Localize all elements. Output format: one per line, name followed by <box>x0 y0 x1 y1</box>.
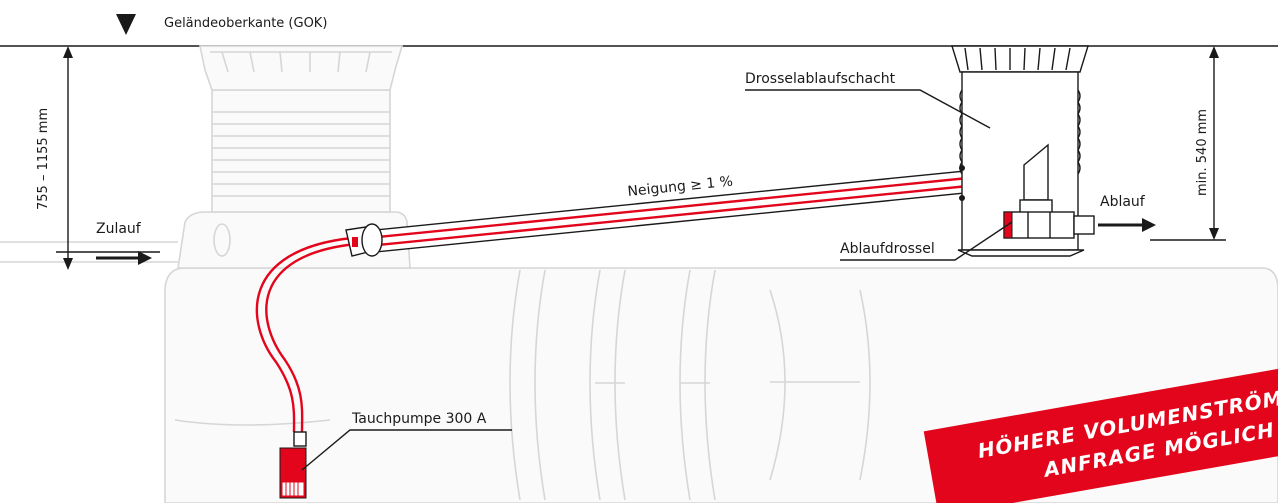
pump-hose <box>255 236 357 433</box>
gok-triangle-icon <box>116 14 136 35</box>
depth-dimension-right <box>1150 46 1226 241</box>
tauchpumpe-label: Tauchpumpe 300 A <box>351 411 487 427</box>
tauchpumpe-leader <box>301 429 512 471</box>
hose-coupling <box>345 223 383 257</box>
zulauf-label: Zulauf <box>96 221 142 237</box>
depth-dimension-left <box>56 46 160 270</box>
gok-label: Geländeoberkante (GOK) <box>164 16 327 31</box>
zulauf-arrow-icon <box>96 251 152 265</box>
ablaufdrossel-label: Ablaufdrossel <box>840 241 935 257</box>
depth-right-label: min. 540 mm <box>1195 109 1210 196</box>
throttle-shaft <box>951 45 1095 257</box>
depth-left-label: 755 – 1155 mm <box>36 108 51 210</box>
ablaufdrossel-leader <box>840 221 1013 261</box>
drosselschacht-leader <box>745 89 991 129</box>
inlet-pipe <box>0 241 178 263</box>
ablauf-label: Ablauf <box>1100 194 1146 210</box>
ablauf-arrow-icon <box>1098 218 1156 232</box>
drosselschacht-label: Drosselablaufschacht <box>745 71 896 87</box>
submersible-pump <box>279 431 307 499</box>
